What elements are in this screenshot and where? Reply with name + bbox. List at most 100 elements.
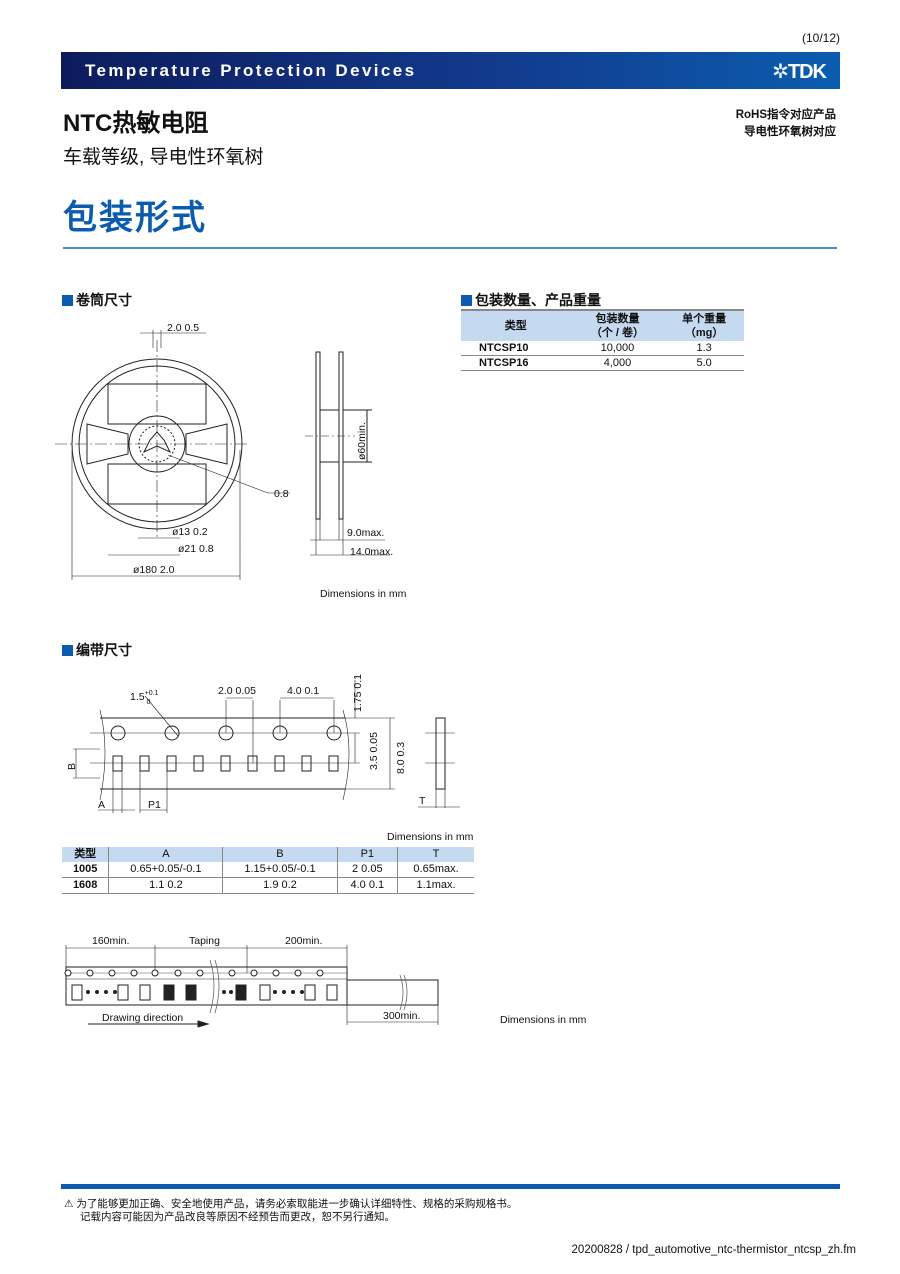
sprocket-hole — [174, 969, 182, 977]
col-a: A — [108, 847, 223, 862]
drawing-direction: Drawing direction — [102, 1012, 183, 1024]
ellipsis-dot — [86, 990, 90, 994]
filled-pocket — [185, 984, 197, 1001]
empty-pocket — [139, 984, 151, 1001]
sprocket-hole — [86, 969, 94, 977]
packaging-heading: 包装数量、产品重量 — [461, 290, 601, 310]
cell: 1.15+0.05/-0.1 — [222, 862, 337, 878]
product-title: NTC热敏电阻 — [63, 110, 209, 137]
sprocket-hole — [108, 969, 116, 977]
reel-drawing: 2.0 0.5 0.8 ø13 0.2 ø21 0.8 ø180 2.0 ø60… — [55, 322, 407, 600]
dim-key: 0.8 — [274, 488, 289, 500]
banner-title: Temperature Protection Devices — [85, 61, 417, 80]
tdk-logo: ✲TDK — [772, 61, 827, 83]
empty-pocket — [117, 984, 129, 1001]
col-t: T — [397, 847, 474, 862]
dim-inner-width: 9.0max. — [347, 527, 384, 539]
filled-pocket — [235, 984, 247, 1001]
dim-edge: 1.75 0.1 — [352, 674, 364, 712]
label-p1: P1 — [148, 799, 161, 811]
sprocket-hole — [130, 969, 138, 977]
empty-pocket — [326, 984, 338, 1001]
ellipsis-dot — [273, 990, 277, 994]
dim-f: 3.5 0.05 — [368, 732, 380, 770]
col-label: 单个重量 — [682, 313, 727, 325]
bullet-square-icon — [62, 644, 73, 656]
dimensions-note: Dimensions in mm — [387, 831, 474, 843]
label-300min: 300min. — [383, 1010, 420, 1022]
hole-tol-low: 0 — [146, 699, 150, 706]
sprocket-hole — [164, 725, 180, 741]
dimensions-note: Dimensions in mm — [320, 588, 407, 600]
bullet-square-icon — [461, 294, 472, 306]
table-header: 类型 包装数量（个 / 卷） 单个重量 （mg） — [461, 309, 744, 341]
label-taping: Taping — [189, 935, 220, 947]
cell: 1.1 0.2 — [108, 877, 223, 894]
sprocket-hole — [294, 969, 302, 977]
col-weight: 单个重量 （mg） — [664, 309, 744, 341]
dim-outer: ø180 2.0 — [133, 564, 175, 576]
label-t: T — [419, 795, 426, 807]
pocket — [166, 755, 177, 772]
hole-tol: +0.1 — [145, 690, 159, 697]
heading-text: 包装数量、产品重量 — [475, 292, 601, 308]
product-subtitle: 车载等级, 导电性环氧树 — [63, 147, 264, 168]
footer-line: 记载内容可能因为产品改良等原因不经预告而更改，恕不另行通知。 — [80, 1211, 395, 1223]
banner: Temperature Protection Devices ✲TDK — [61, 52, 840, 89]
cell: 1005 — [62, 862, 109, 878]
col-type: 类型 — [461, 309, 571, 341]
cell-qty: 4,000 — [570, 355, 665, 371]
sprocket-hole — [196, 969, 204, 977]
dim-slot: 2.0 0.5 — [167, 322, 199, 334]
cell-qty: 10,000 — [570, 341, 665, 356]
bullet-square-icon — [62, 294, 73, 306]
footer-line: ⚠ 为了能够更加正确、安全地使用产品，请务必索取能进一步确认详细特性、规格的采购… — [64, 1198, 517, 1211]
sprocket-hole — [326, 725, 342, 741]
cell: 1.1max. — [397, 877, 474, 894]
dim-outer-width: 14.0max. — [350, 546, 393, 558]
ellipsis-dot — [291, 990, 295, 994]
leader-trailer-drawing: 160min. Taping 200min. 300min. Drawing d… — [64, 935, 587, 1028]
empty-pocket — [304, 984, 316, 1001]
file-name: 20200828 / tpd_automotive_ntc-thermistor… — [571, 1244, 856, 1256]
cell: 0.65max. — [397, 862, 474, 878]
heading-text: 编带尺寸 — [76, 642, 132, 658]
sprocket-hole — [218, 725, 234, 741]
col-label: 包装数量 — [595, 313, 640, 325]
table-header: 类型 A B P1 T — [62, 847, 474, 862]
ellipsis-dot — [113, 990, 117, 994]
reel-heading: 卷筒尺寸 — [62, 290, 132, 310]
ellipsis-dot — [300, 990, 304, 994]
cell-type: NTCSP10 — [461, 341, 571, 356]
pocket — [139, 755, 150, 772]
rohs-line: RoHS指令对应产品 — [735, 109, 836, 121]
ellipsis-dot — [104, 990, 108, 994]
warning-icon: ⚠ — [64, 1198, 74, 1210]
empty-pocket — [71, 984, 83, 1001]
logo-text: TDK — [787, 61, 827, 83]
cell-weight: 1.3 — [664, 341, 744, 356]
sprocket-hole — [272, 969, 280, 977]
sprocket-hole — [272, 725, 288, 741]
cell-weight: 5.0 — [664, 355, 744, 371]
pocket — [247, 755, 258, 772]
dim-core: ø60min. — [356, 422, 368, 460]
dim-sprocket-to-pocket: 2.0 0.05 — [218, 685, 256, 697]
dim-hub: ø21 0.8 — [178, 543, 214, 555]
empty-pocket — [259, 984, 271, 1001]
pocket — [220, 755, 231, 772]
col-type: 类型 — [62, 847, 109, 862]
heading-text: 卷筒尺寸 — [76, 292, 132, 308]
sprocket-hole — [250, 969, 258, 977]
cell: 4.0 0.1 — [336, 877, 398, 894]
col-unit: （mg） — [684, 327, 724, 339]
dim-hub-bore: ø13 0.2 — [172, 526, 208, 538]
footer-bar — [61, 1184, 840, 1189]
sprocket-hole — [110, 725, 126, 741]
sprocket-hole — [228, 969, 236, 977]
col-qty: 包装数量（个 / 卷） — [570, 309, 665, 341]
label-200min: 200min. — [285, 935, 322, 947]
